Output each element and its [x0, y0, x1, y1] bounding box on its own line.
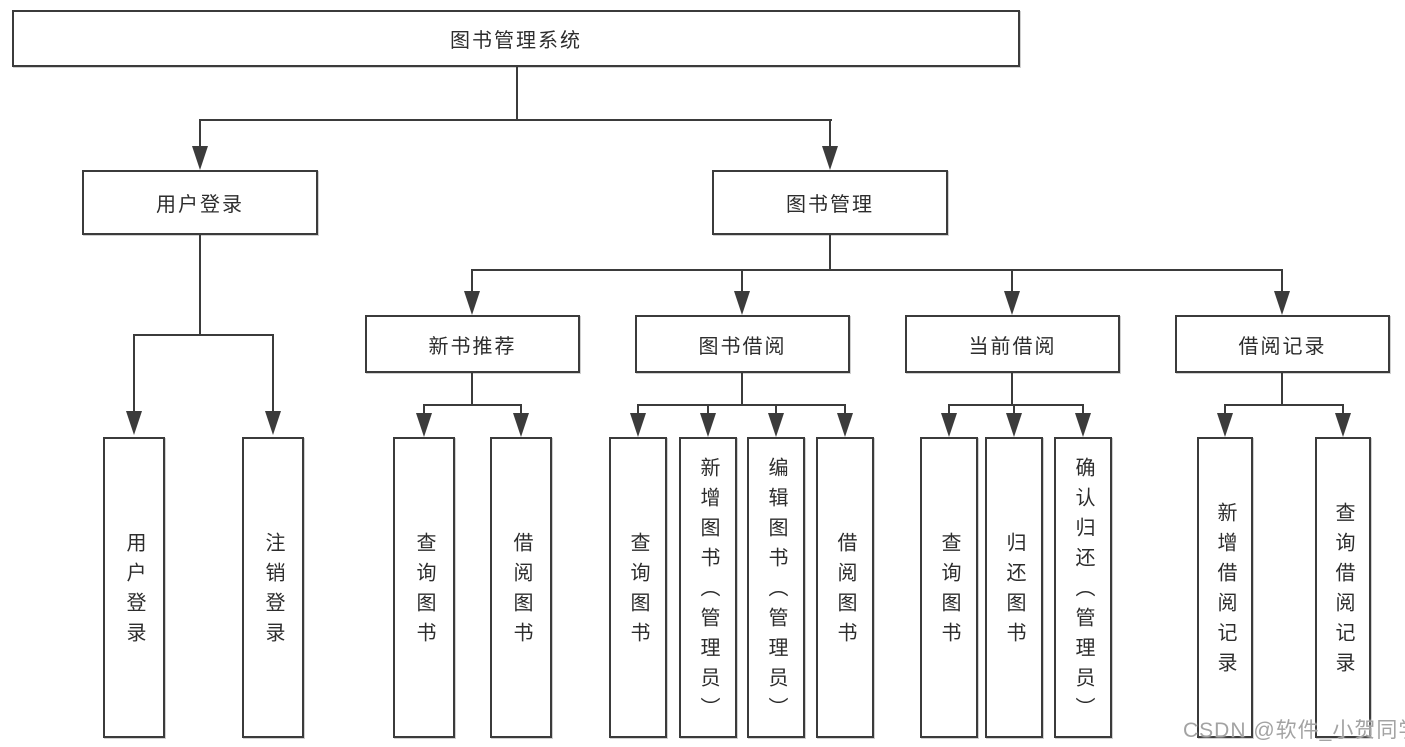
- edge-drop-book-management: [829, 119, 831, 150]
- edge-drop-recommend-borrow: [520, 404, 522, 416]
- node-user-login: 用户登录: [82, 170, 318, 235]
- arrowhead-book-management: [822, 146, 838, 170]
- edge-recommend-stem: [471, 373, 473, 406]
- leaf-current-search-book: 查询图书: [920, 437, 978, 738]
- arrowhead-records-search: [1335, 413, 1351, 437]
- edge-recommend-bar: [423, 404, 522, 406]
- arrowhead-borrow-borrow: [837, 413, 853, 437]
- leaf-current-confirm-return-admin: 确认归还（管理员）: [1054, 437, 1112, 738]
- leaf-records-add-record: 新增借阅记录: [1197, 437, 1253, 738]
- arrowhead-records-add: [1217, 413, 1233, 437]
- edge-root-stem: [516, 67, 518, 121]
- leaf-recommend-borrow-book: 借阅图书: [490, 437, 552, 738]
- leaf-current-return-book: 归还图书: [985, 437, 1043, 738]
- edge-current-bar: [948, 404, 1084, 406]
- edge-records-bar: [1224, 404, 1344, 406]
- edge-drop-borrow-records: [1281, 269, 1283, 295]
- leaf-borrow-borrow-book: 借阅图书: [816, 437, 874, 738]
- leaf-borrow-search-book: 查询图书: [609, 437, 667, 738]
- edge-drop-current-borrow: [1011, 269, 1013, 295]
- arrowhead-new-book-recommend: [464, 291, 480, 315]
- edge-drop-records-add: [1224, 404, 1226, 416]
- edge-drop-new-book-recommend: [471, 269, 473, 295]
- node-new-book-recommend: 新书推荐: [365, 315, 580, 373]
- edge-drop-borrow-borrow: [844, 404, 846, 416]
- edge-current-stem: [1011, 373, 1013, 406]
- leaf-user-login: 用户登录: [103, 437, 165, 738]
- arrowhead-recommend-search: [416, 413, 432, 437]
- edge-drop-current-return: [1013, 404, 1015, 416]
- edge-borrow-stem: [741, 373, 743, 406]
- arrowhead-current-confirm: [1075, 413, 1091, 437]
- edge-root-bar: [199, 119, 832, 121]
- node-book-management: 图书管理: [712, 170, 948, 235]
- node-library-management-system: 图书管理系统: [12, 10, 1020, 67]
- edge-drop-leaf-user-login: [133, 334, 135, 414]
- edge-book-management-bar: [471, 269, 1283, 271]
- arrowhead-borrow-records: [1274, 291, 1290, 315]
- arrowhead-user-login: [192, 146, 208, 170]
- edge-book-management-stem: [829, 235, 831, 271]
- edge-drop-user-login: [199, 119, 201, 150]
- edge-drop-current-confirm: [1082, 404, 1084, 416]
- leaf-borrow-edit-book-admin: 编辑图书（管理员）: [747, 437, 805, 738]
- edge-borrow-bar: [637, 404, 846, 406]
- arrowhead-recommend-borrow: [513, 413, 529, 437]
- leaf-records-search-record: 查询借阅记录: [1315, 437, 1371, 738]
- leaf-recommend-search-book: 查询图书: [393, 437, 455, 738]
- leaf-logout: 注销登录: [242, 437, 304, 738]
- edge-drop-leaf-logout: [272, 334, 274, 414]
- arrowhead-borrow-add: [700, 413, 716, 437]
- arrowhead-current-search: [941, 413, 957, 437]
- watermark-text: CSDN @软件_小贺同学: [1183, 719, 1405, 742]
- edge-user-login-bar: [133, 334, 274, 336]
- edge-drop-recommend-search: [423, 404, 425, 416]
- node-borrow-records: 借阅记录: [1175, 315, 1390, 373]
- arrowhead-leaf-user-login: [126, 411, 142, 435]
- edge-records-stem: [1281, 373, 1283, 406]
- arrowhead-book-borrow: [734, 291, 750, 315]
- arrowhead-leaf-logout: [265, 411, 281, 435]
- arrowhead-borrow-edit: [768, 413, 784, 437]
- arrowhead-current-return: [1006, 413, 1022, 437]
- node-book-borrow: 图书借阅: [635, 315, 850, 373]
- edge-drop-borrow-edit: [775, 404, 777, 416]
- edge-drop-book-borrow: [741, 269, 743, 295]
- edge-drop-current-search: [948, 404, 950, 416]
- arrowhead-borrow-search: [630, 413, 646, 437]
- node-current-borrow: 当前借阅: [905, 315, 1120, 373]
- arrowhead-current-borrow: [1004, 291, 1020, 315]
- edge-user-login-stem: [199, 235, 201, 335]
- edge-drop-records-search: [1342, 404, 1344, 416]
- leaf-borrow-add-book-admin: 新增图书（管理员）: [679, 437, 737, 738]
- edge-drop-borrow-search: [637, 404, 639, 416]
- edge-drop-borrow-add: [707, 404, 709, 416]
